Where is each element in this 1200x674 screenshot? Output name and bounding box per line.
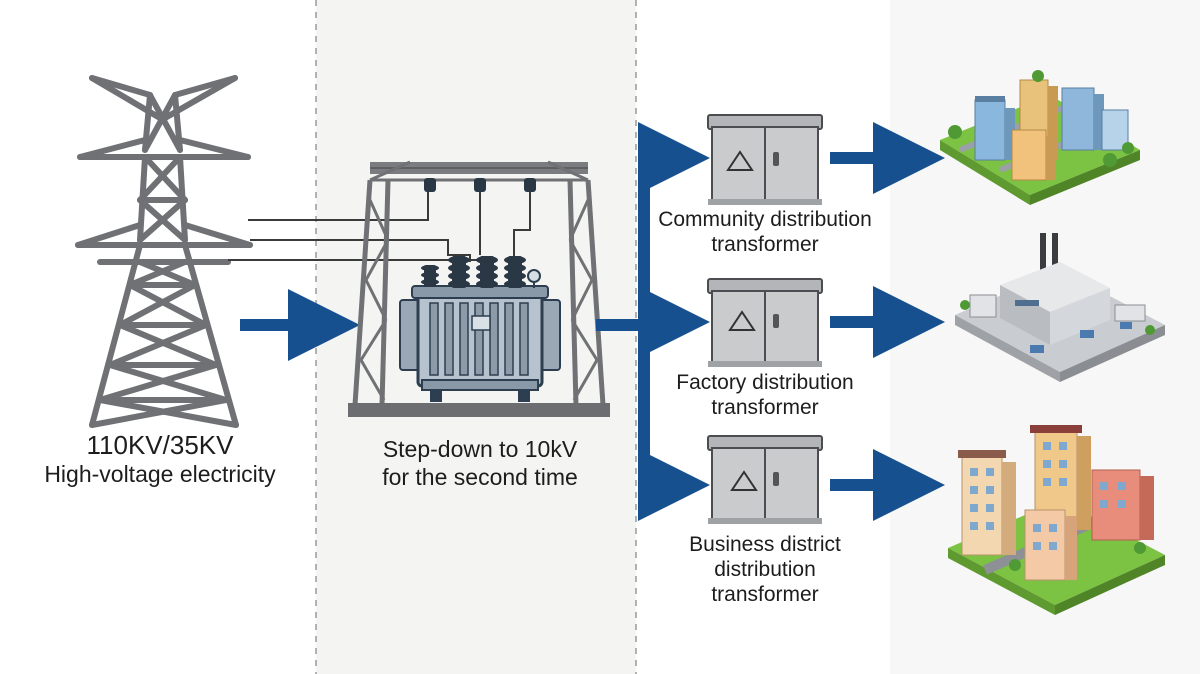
- community-cabinet-icon: [707, 114, 823, 205]
- factory-label-line1: Factory distribution: [676, 371, 854, 394]
- step-down-line2: for the second time: [382, 463, 578, 490]
- community-label-line2: transformer: [711, 233, 819, 257]
- community-transformer-label: Community distribution transformer: [630, 207, 900, 257]
- business-cabinet-icon: [707, 435, 823, 524]
- business-district-icon: [948, 425, 1165, 615]
- business-label-line1: Business district: [689, 533, 841, 556]
- factory-label-line2: transformer: [711, 396, 819, 420]
- community-buildings-icon: [940, 70, 1140, 205]
- community-label-line1: Community distribution: [658, 208, 872, 231]
- source-voltage-label: 110KV/35KV High-voltage electricity: [10, 430, 310, 489]
- step-down-label: Step-down to 10kV for the second time: [330, 436, 630, 491]
- factory-cabinet-icon: [707, 278, 823, 367]
- business-label-line3: transformer: [711, 583, 819, 607]
- branch-arrows: [596, 122, 710, 521]
- factory-transformer-label: Factory distribution transformer: [630, 370, 900, 420]
- step-down-transformer-icon: [399, 256, 561, 402]
- substation-gantry-icon: [352, 160, 606, 406]
- factory-buildings-icon: [955, 233, 1165, 382]
- overhead-insulators: [424, 178, 536, 258]
- source-voltage-text: 110KV/35KV: [86, 430, 234, 460]
- business-transformer-label: Business district distribution transform…: [630, 532, 900, 608]
- step-down-line1: Step-down to 10kV: [382, 436, 578, 462]
- transmission-tower-icon: [75, 75, 253, 428]
- business-label-line2: distribution: [714, 558, 816, 582]
- substation-base: [348, 403, 610, 417]
- source-description-text: High-voltage electricity: [44, 461, 276, 488]
